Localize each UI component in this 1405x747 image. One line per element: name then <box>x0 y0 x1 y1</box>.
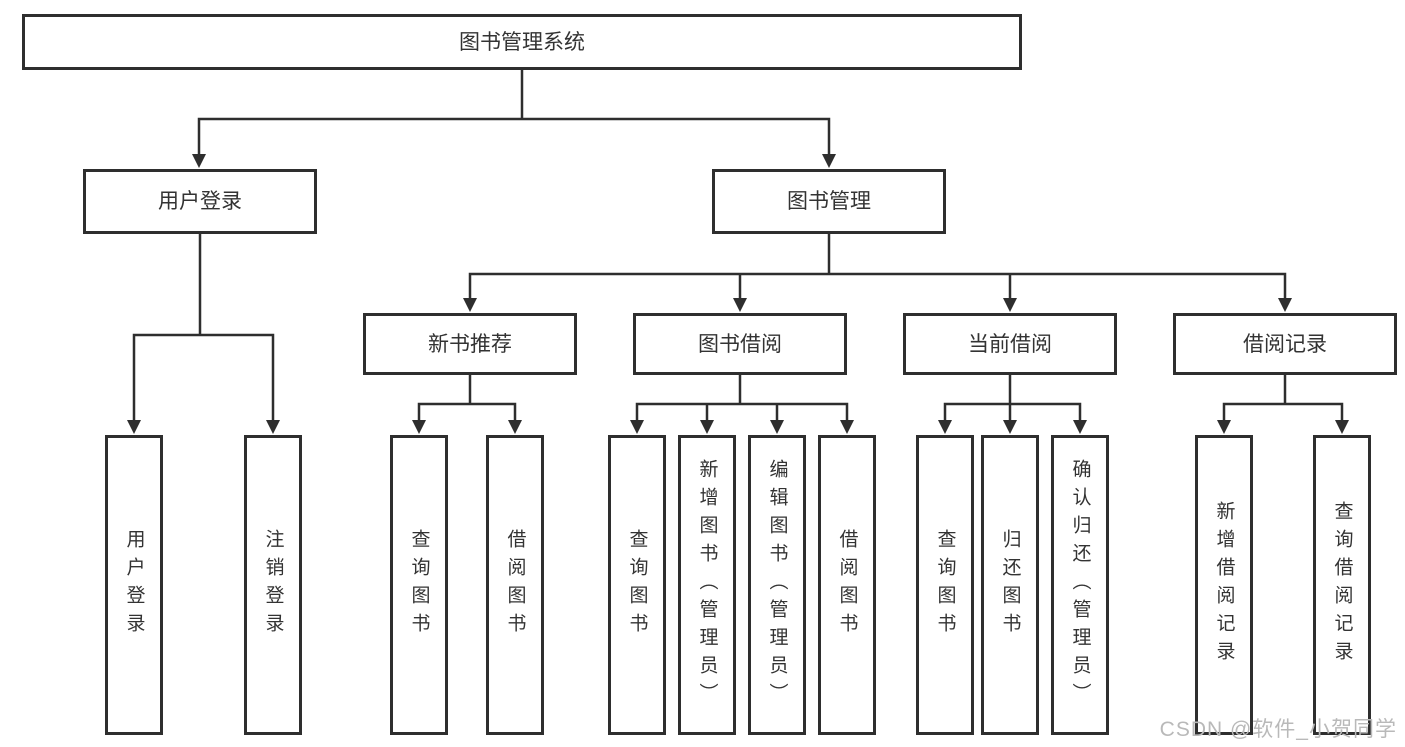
leaf-label: 用户登录 <box>123 529 145 641</box>
node-current-borrowing: 当前借阅 <box>903 313 1117 375</box>
leaf-return-books: 归还图书 <box>981 435 1039 735</box>
node-library-management-system: 图书管理系统 <box>22 14 1022 70</box>
leaf-logout: 注销登录 <box>244 435 302 735</box>
leaf-label: 编辑图书（管理员） <box>766 459 788 711</box>
leaf-label: 查询图书 <box>934 529 956 641</box>
leaf-label: 借阅图书 <box>836 529 858 641</box>
leaf-label: 查询借阅记录 <box>1331 501 1353 669</box>
leaf-query-books: 查询图书 <box>608 435 666 735</box>
leaf-label: 查询图书 <box>408 529 430 641</box>
leaf-borrow-books: 借阅图书 <box>818 435 876 735</box>
leaf-label: 注销登录 <box>262 529 284 641</box>
node-user-login: 用户登录 <box>83 169 317 234</box>
leaf-label: 借阅图书 <box>504 529 526 641</box>
leaf-add-borrow-record: 新增借阅记录 <box>1195 435 1253 735</box>
node-book-borrowing: 图书借阅 <box>633 313 847 375</box>
leaf-query-books: 查询图书 <box>916 435 974 735</box>
leaf-label: 新增借阅记录 <box>1213 501 1235 669</box>
csdn-watermark: CSDN @软件_小贺同学 <box>1159 718 1397 741</box>
leaf-label: 归还图书 <box>999 529 1021 641</box>
leaf-add-books-admin: 新增图书（管理员） <box>678 435 736 735</box>
node-borrowing-records: 借阅记录 <box>1173 313 1397 375</box>
leaf-label: 查询图书 <box>626 529 648 641</box>
node-new-book-recommendation: 新书推荐 <box>363 313 577 375</box>
leaf-borrow-books: 借阅图书 <box>486 435 544 735</box>
node-book-management: 图书管理 <box>712 169 946 234</box>
leaf-confirm-return-admin: 确认归还（管理员） <box>1051 435 1109 735</box>
leaf-label: 新增图书（管理员） <box>696 459 718 711</box>
leaf-user-login: 用户登录 <box>105 435 163 735</box>
leaf-edit-books-admin: 编辑图书（管理员） <box>748 435 806 735</box>
leaf-label: 确认归还（管理员） <box>1069 459 1091 711</box>
leaf-query-borrow-record: 查询借阅记录 <box>1313 435 1371 735</box>
leaf-query-books: 查询图书 <box>390 435 448 735</box>
arrowheads <box>127 154 1349 434</box>
